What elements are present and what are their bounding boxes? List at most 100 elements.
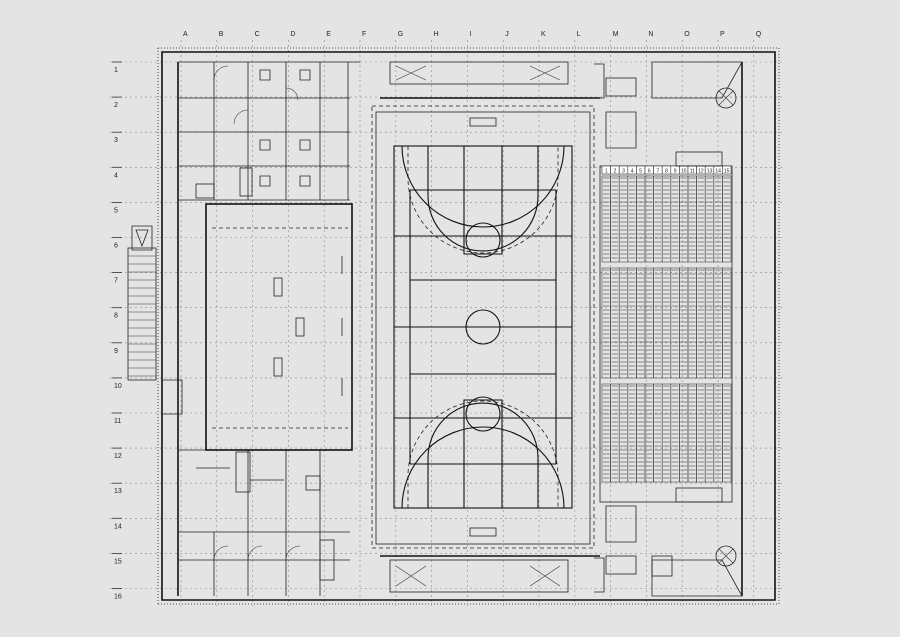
- grid-row-label: 14: [114, 523, 122, 530]
- grid-col-label: M: [613, 31, 619, 38]
- grid-col-label: D: [290, 31, 295, 38]
- grid-col-label: G: [398, 31, 403, 38]
- grid-row-label: 13: [114, 488, 122, 495]
- seat-block: [722, 383, 732, 483]
- seat-block: [670, 175, 680, 263]
- corner-rooms: [605, 61, 743, 597]
- seat-block: [636, 175, 646, 263]
- upper-service-rooms: [178, 61, 360, 201]
- seat-block: [713, 175, 723, 263]
- seat-block: [653, 175, 663, 263]
- building-outline: [157, 47, 780, 605]
- grid-col-label: H: [434, 31, 439, 38]
- stand-bay-number: 2: [614, 169, 617, 175]
- seat-block: [653, 383, 663, 483]
- grid-col-label: K: [541, 31, 546, 38]
- stand-bay-number: 11: [690, 169, 695, 175]
- grid-row-label: 2: [114, 102, 118, 109]
- seat-block: [722, 267, 732, 379]
- seat-block: [627, 383, 637, 483]
- seat-block: [601, 383, 611, 483]
- seat-block: [670, 267, 680, 379]
- grid-col-label: I: [469, 31, 471, 38]
- stand-bay-number: 3: [622, 169, 625, 175]
- grid-row-label: 12: [114, 453, 122, 460]
- seat-block: [661, 383, 672, 483]
- seat-block: [679, 175, 689, 263]
- seat-block: [704, 175, 715, 263]
- grid-row-label: 10: [114, 383, 122, 390]
- stand-bay-number: 1: [605, 169, 608, 175]
- seat-block: [696, 267, 706, 379]
- seat-block: [722, 175, 732, 263]
- grid-row-label: 6: [114, 243, 118, 250]
- grid-row-label: 11: [114, 418, 121, 425]
- seat-block: [644, 175, 654, 263]
- grid-col-label: A: [183, 31, 188, 38]
- grid-row-label: 1: [114, 67, 118, 74]
- grid-col-label: J: [505, 31, 509, 38]
- seat-block: [661, 267, 672, 379]
- stand-bay-number: 6: [648, 169, 651, 175]
- seat-block: [687, 175, 697, 263]
- seat-block: [618, 267, 629, 379]
- stand-bay-number: 8: [665, 169, 668, 175]
- grid-col-label: B: [219, 31, 224, 38]
- seat-block: [610, 383, 620, 483]
- seat-block: [687, 383, 697, 483]
- seat-block: [601, 267, 611, 379]
- seat-block: [670, 383, 680, 483]
- grid-row-label: 9: [114, 348, 118, 355]
- grid-col-label: L: [577, 31, 581, 38]
- seat-block: [679, 383, 689, 483]
- seat-block: [661, 175, 672, 263]
- seat-block: [644, 383, 654, 483]
- grid-row-label: 5: [114, 207, 118, 214]
- grid-col-label: C: [255, 31, 260, 38]
- practice-hall: [205, 203, 353, 451]
- seat-block: [696, 383, 706, 483]
- grid-row-label: 8: [114, 313, 118, 320]
- grid-col-label: F: [362, 31, 366, 38]
- seat-block: [627, 175, 637, 263]
- entry-blocks: [380, 61, 605, 593]
- grid-row-label: 15: [114, 558, 122, 565]
- seat-block: [627, 267, 637, 379]
- stand-bay-number: 7: [657, 169, 660, 175]
- seat-block: [713, 383, 723, 483]
- seat-block: [636, 383, 646, 483]
- stand-bay-number: 5: [639, 169, 642, 175]
- seat-block: [679, 267, 689, 379]
- stand-bay-number: 12: [698, 169, 704, 175]
- main-court: [371, 105, 595, 549]
- seat-block: [653, 267, 663, 379]
- grid-col-label: O: [684, 31, 690, 38]
- grid-col-label: Q: [756, 31, 762, 38]
- seat-block: [704, 383, 715, 483]
- seat-block: [704, 267, 715, 379]
- grid-row-label: 7: [114, 278, 118, 285]
- grid-col-label: P: [720, 31, 725, 38]
- stand-bay-number: 4: [631, 169, 634, 175]
- seat-block: [610, 267, 620, 379]
- seat-block: [618, 383, 629, 483]
- seat-block: [610, 175, 620, 263]
- grid-row-label: 3: [114, 137, 118, 144]
- seat-block: [618, 175, 629, 263]
- seat-block: [601, 175, 611, 263]
- stand-bay-number: 13: [707, 169, 713, 175]
- exterior-stair: [127, 225, 183, 415]
- stand-bay-number: 10: [681, 169, 687, 175]
- stand-bay-number: 15: [724, 169, 730, 175]
- seat-block: [636, 267, 646, 379]
- grid-col-label: E: [326, 31, 331, 38]
- seat-block: [696, 175, 706, 263]
- stand-bay-box: [722, 165, 732, 175]
- seat-block: [687, 267, 697, 379]
- grid-row-label: 4: [114, 172, 118, 179]
- grid-row-label: 16: [114, 594, 122, 601]
